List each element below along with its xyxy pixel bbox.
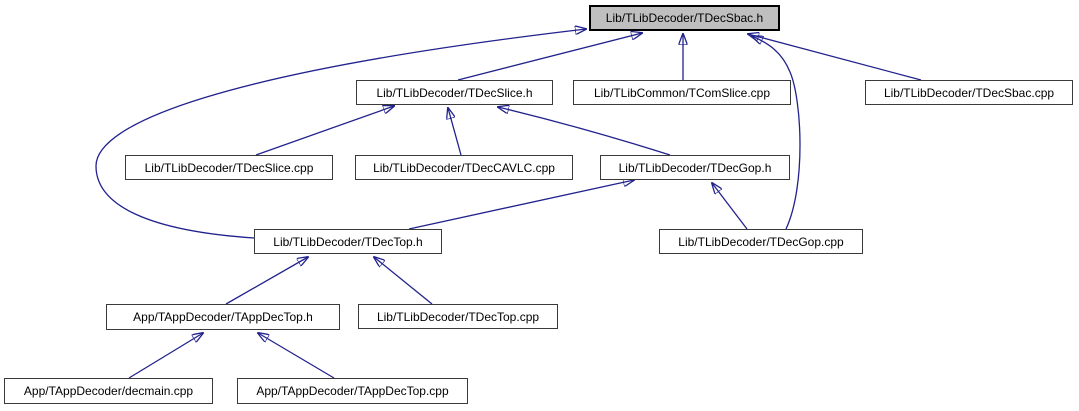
node-tappdectop-cpp[interactable]: App/TAppDecoder/TAppDecTop.cpp — [237, 378, 468, 404]
node-tdeccavlc-cpp[interactable]: Lib/TLibDecoder/TDecCAVLC.cpp — [355, 155, 573, 180]
node-tdecslice-h[interactable]: Lib/TLibDecoder/TDecSlice.h — [356, 80, 553, 105]
node-tdecgop-h[interactable]: Lib/TLibDecoder/TDecGop.h — [600, 155, 790, 180]
edge-tdectop-h-to-tdecgop-h — [408, 180, 634, 230]
node-tdecsbac-cpp[interactable]: Lib/TLibDecoder/TDecSbac.cpp — [865, 80, 1073, 105]
node-tdecslice-cpp[interactable]: Lib/TLibDecoder/TDecSlice.cpp — [125, 155, 333, 180]
edge-tdecslice-cpp-to-tdecslice-h — [255, 106, 394, 156]
edge-tdeccavlc-cpp-to-tdecslice-h — [448, 108, 462, 156]
edge-tdecgop-h-to-tdecslice-h — [498, 107, 671, 156]
node-tdectop-cpp[interactable]: Lib/TLibDecoder/TDecTop.cpp — [358, 304, 558, 329]
edge-tdectop-h-to-tdecsbac-h — [95, 29, 586, 239]
edge-tdecsbac-cpp-to-tdecsbac-h — [748, 34, 922, 81]
edge-tappdectop-cpp-to-tappdectop-h — [258, 333, 335, 379]
edge-tdectop-cpp-to-tdectop-h — [374, 257, 433, 305]
node-tdecsbac-h[interactable]: Lib/TLibDecoder/TDecSbac.h — [589, 5, 780, 31]
edge-tdecslice-h-to-tdecsbac-h — [457, 33, 642, 81]
node-tdecgop-cpp[interactable]: Lib/TLibDecoder/TDecGop.cpp — [659, 229, 863, 254]
node-tcomslice-cpp[interactable]: Lib/TLibCommon/TComSlice.cpp — [573, 80, 791, 105]
edge-tdecgop-cpp-to-tdecgop-h — [712, 183, 748, 230]
edge-tdecgop-cpp-to-tdecsbac-h — [752, 36, 801, 230]
edge-tappdectop-h-to-tdectop-h — [225, 257, 308, 305]
node-decmain-cpp[interactable]: App/TAppDecoder/decmain.cpp — [4, 378, 213, 404]
node-tappdectop-h[interactable]: App/TAppDecoder/TAppDecTop.h — [106, 304, 340, 330]
edge-decmain-cpp-to-tappdectop-h — [128, 333, 203, 379]
node-tdectop-h[interactable]: Lib/TLibDecoder/TDecTop.h — [254, 229, 442, 254]
